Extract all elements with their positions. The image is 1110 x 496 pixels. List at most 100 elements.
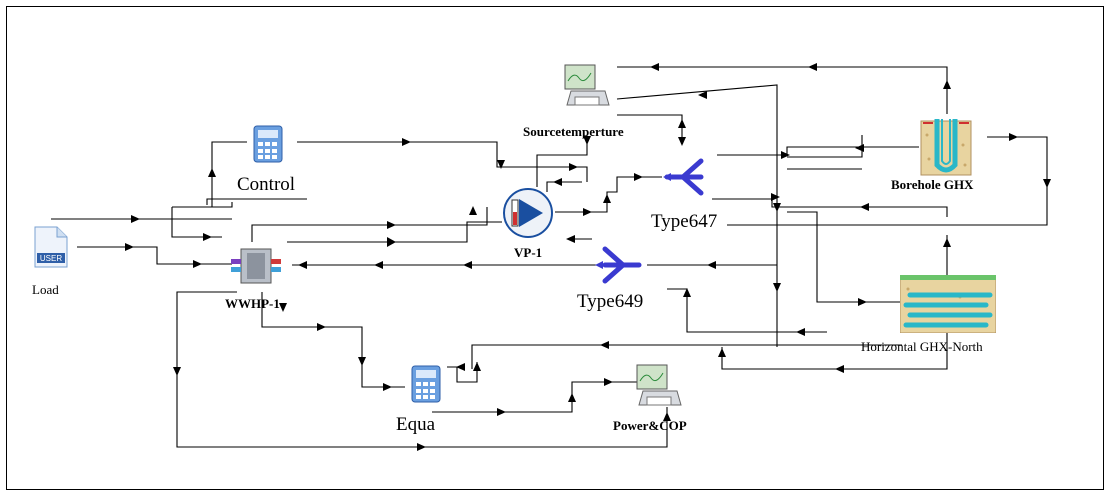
arrow-marker [771,193,780,201]
arrow-marker [855,144,864,152]
user-file-icon[interactable]: USER [31,225,71,269]
wire [287,221,502,243]
wire [206,198,307,205]
arrow-marker [604,378,613,386]
arrow-marker [707,261,716,269]
wire [546,181,582,192]
wire [172,202,233,208]
pump-icon[interactable] [501,186,555,240]
arrow-marker [173,367,181,376]
arrow-marker [796,328,805,336]
arrow-marker [773,283,781,292]
wire [171,207,222,238]
wire [211,141,247,207]
arrow-marker [402,138,411,146]
arrow-marker [683,288,691,297]
arrow-marker [374,261,383,269]
wire [727,136,1048,226]
arrow-marker [569,163,578,171]
arrow-marker [634,173,643,181]
wire [667,288,827,333]
type647-label: Type647 [651,211,718,232]
wwhp-label: WWHP-1 [225,296,280,311]
borehole-ghx-icon[interactable] [919,115,973,177]
arrow-marker [131,215,140,223]
arrow-marker [781,151,790,159]
arrow-marker [279,303,287,312]
power-cop-label: Power&COP [613,418,687,433]
arrow-marker [298,261,307,269]
arrow-marker [808,63,817,71]
wire [717,146,919,156]
svg-text:USER: USER [40,254,62,263]
arrow-marker [943,80,951,89]
arrow-marker [678,137,686,146]
arrow-marker [1043,179,1051,188]
equa-calculator-icon[interactable] [409,364,445,404]
wire [77,246,232,265]
wire [787,135,863,158]
arrow-marker [387,221,396,229]
arrow-marker [387,237,396,247]
diagram-canvas: USER Load Control WWHP-1 Sourcetempertur… [6,6,1104,490]
wire [471,344,902,369]
wire [712,198,948,217]
horizontal-ghx-icon[interactable] [900,275,996,333]
connection-wires [51,63,1051,451]
arrow-marker [383,383,392,391]
arrow-marker [358,357,366,366]
arrow-marker [203,233,212,241]
arrow-marker [125,243,134,251]
arrow-marker [473,362,481,371]
arrow-marker [835,365,844,373]
borehole-label: Borehole GHX [891,177,974,192]
wire [432,381,637,413]
calculator-icon[interactable] [251,124,287,164]
arrow-marker [417,443,426,451]
arrow-marker [718,348,726,357]
arrow-marker [583,136,591,145]
arrow-marker [193,260,202,268]
arrow-marker [603,194,611,203]
arrow-marker [698,91,707,99]
wire [617,114,683,142]
horizontal-ghx-label: Horizontal GHX-North [861,339,983,354]
arrow-marker [773,203,781,212]
wire [297,141,588,182]
arrow-marker [1009,133,1018,141]
vp-label: VP-1 [514,245,543,260]
arrow-marker [650,63,659,71]
wire [536,142,588,187]
arrow-marker [583,208,592,216]
type649-label: Type649 [577,291,644,312]
arrow-marker [568,393,576,402]
arrow-marker [566,235,575,243]
arrow-marker [943,238,951,247]
source-temperature-label: Sourcetemperture [523,124,624,139]
arrow-marker [463,261,472,269]
arrow-marker [456,363,465,371]
wire [176,291,668,448]
arrow-marker [208,168,216,177]
load-label: Load [32,282,59,297]
arrow-marker [663,412,671,421]
arrow-marker [469,206,477,215]
wire [251,207,488,242]
wire [261,292,405,388]
wire [617,66,948,114]
wire [555,176,662,213]
mixer-icon[interactable] [593,243,645,287]
arrow-marker [860,203,869,211]
wire [447,362,478,383]
diverter-icon[interactable] [661,155,713,199]
equa-label: Equa [396,414,436,435]
arrow-marker [317,323,326,331]
arrow-marker [678,119,686,128]
heat-pump-icon[interactable] [229,245,283,289]
control-label: Control [237,174,296,195]
arrow-marker [497,408,506,416]
arrow-marker [858,298,867,306]
power-printer-icon[interactable] [633,361,683,411]
printer-plotter-icon[interactable] [561,61,611,111]
arrow-marker [553,178,562,186]
